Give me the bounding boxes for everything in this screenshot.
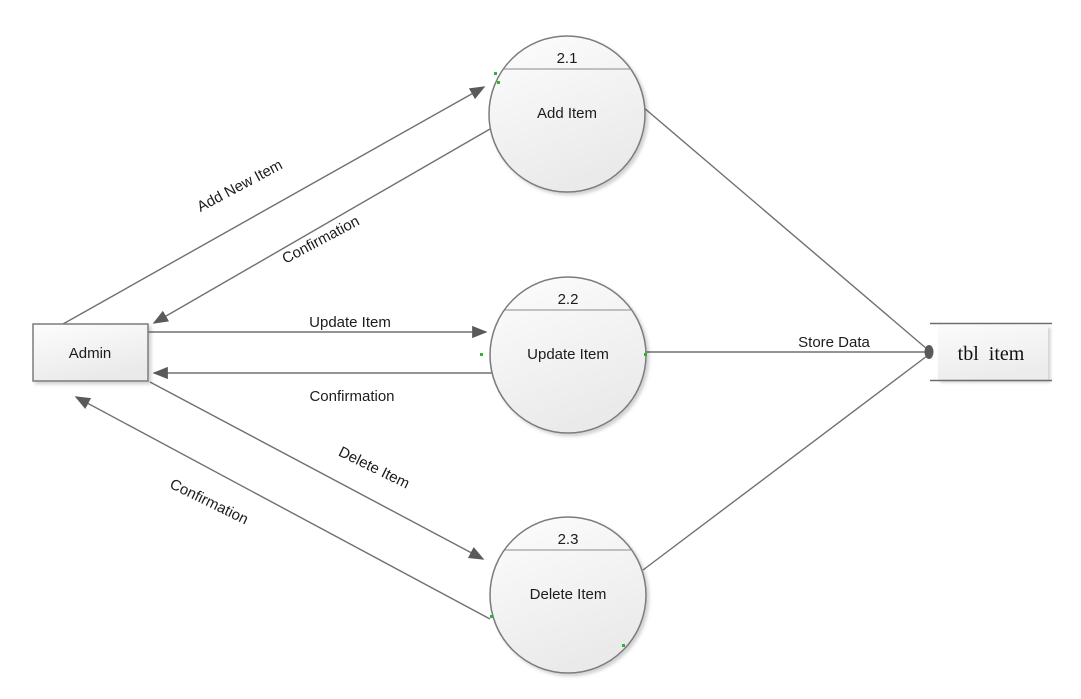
flow-confirmation-add-label: Confirmation xyxy=(279,213,362,268)
process-delete-item-circle xyxy=(489,516,647,674)
process-delete-item-label: Delete Item xyxy=(530,586,607,603)
datastore-tbl-item-label: tbl item xyxy=(958,343,1025,365)
process-add-item: 2.1 Add Item xyxy=(488,35,646,193)
process-add-item-number: 2.1 xyxy=(557,50,578,67)
store-junction-dot xyxy=(924,345,934,359)
flow-delete-item-label: Delete Item xyxy=(336,444,412,493)
connector-dot-icon xyxy=(494,72,497,75)
datastore-tbl-item: tbl item xyxy=(930,322,1052,382)
process-delete-item: 2.3 Delete Item xyxy=(489,516,647,674)
flow-store-data-label: Store Data xyxy=(798,334,870,351)
flow-delete-item-line xyxy=(149,381,485,560)
entity-admin-label: Admin xyxy=(69,345,112,362)
process-update-item-label: Update Item xyxy=(527,346,609,363)
flow-store-from-add-line xyxy=(642,106,928,350)
entity-admin: Admin xyxy=(32,323,149,382)
flow-confirmation-update-label: Confirmation xyxy=(309,388,394,405)
connector-marks-layer xyxy=(480,72,647,647)
connector-dot-icon xyxy=(480,353,483,356)
flow-store-from-delete-line xyxy=(642,355,928,571)
process-add-item-label: Add Item xyxy=(537,105,597,122)
flow-update-item-label: Update Item xyxy=(309,314,391,331)
flow-add-new-item-line xyxy=(62,86,486,325)
connector-dot-icon xyxy=(490,615,493,618)
flows-layer xyxy=(62,86,934,620)
process-update-item: 2.2 Update Item xyxy=(489,276,647,434)
process-update-item-number: 2.2 xyxy=(558,291,579,308)
connector-dot-icon xyxy=(644,353,647,356)
entity-admin-box xyxy=(32,323,149,382)
connector-dot-icon xyxy=(497,81,500,84)
connector-dot-icon xyxy=(622,644,625,647)
flow-confirmation-delete-line xyxy=(74,396,491,620)
flow-confirmation-add-line xyxy=(152,128,491,324)
process-add-item-circle xyxy=(488,35,646,193)
datastore-tbl-item-body xyxy=(938,325,1048,380)
process-delete-item-number: 2.3 xyxy=(558,531,579,548)
